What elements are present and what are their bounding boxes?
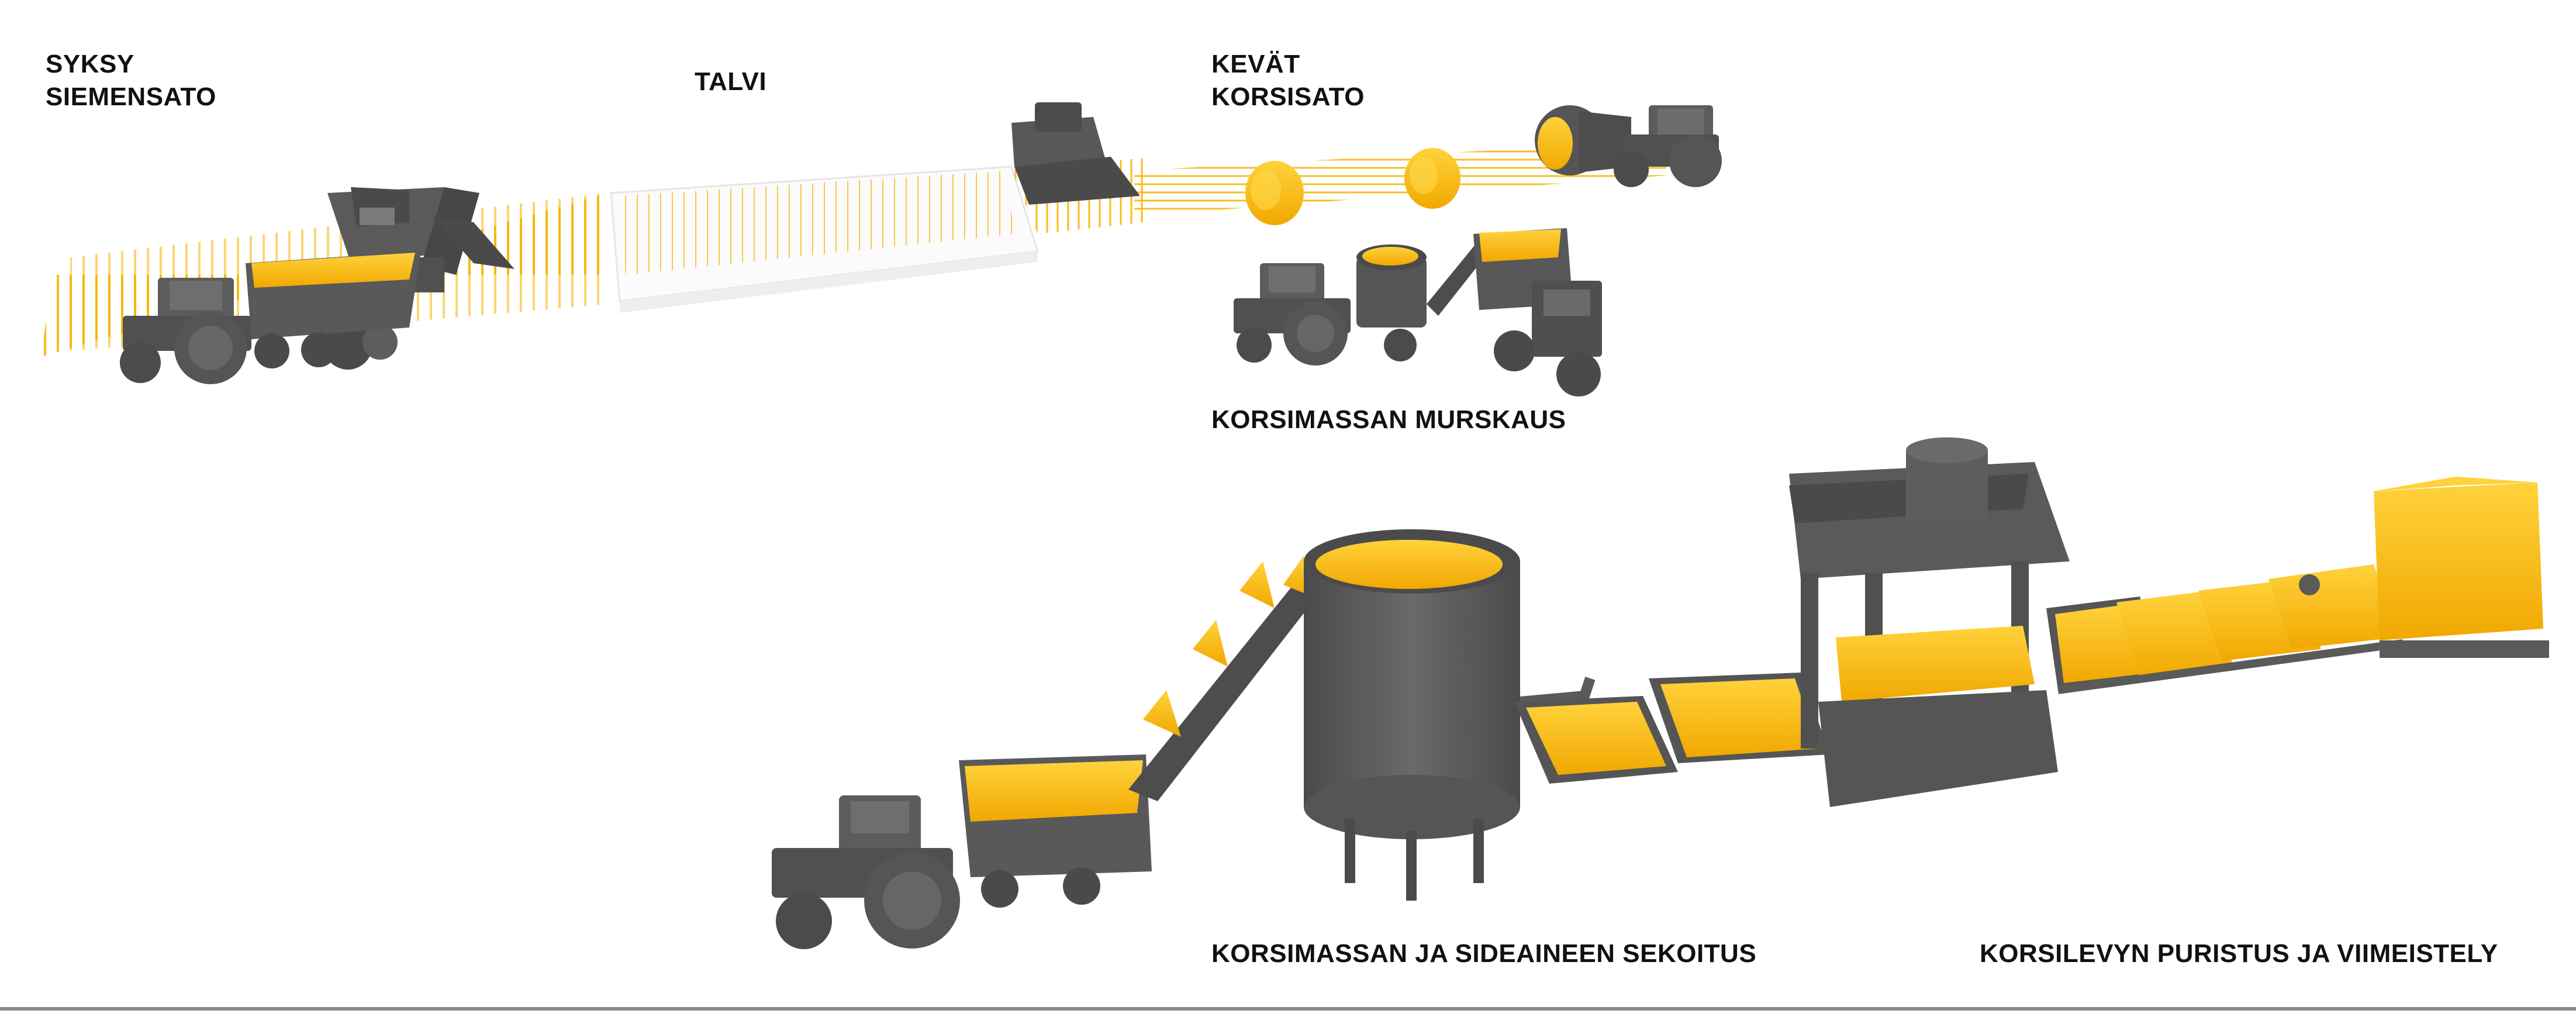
mower-icon: [1011, 102, 1140, 205]
round-baler-icon: [1535, 105, 1631, 175]
label-mixing: KORSIMASSAN JA SIDEAINEEN SEKOITUS: [1211, 937, 1756, 970]
label-crushing: KORSIMASSAN MURSKAUS: [1211, 404, 1566, 436]
feed-hopper-icon: [959, 754, 1152, 908]
label-crushing-line1: KORSIMASSAN MURSKAUS: [1211, 405, 1566, 434]
tractor-icon: [1614, 105, 1722, 187]
label-autumn-line2: SIEMENSATO: [46, 82, 216, 111]
crusher-icon: [1234, 228, 1602, 397]
hydraulic-press-icon: [1789, 437, 2070, 807]
label-spring-line1: KEVÄT: [1211, 50, 1300, 78]
label-pressing: KORSILEVYN PURISTUS JA VIIMEISTELY: [1980, 937, 2498, 970]
mixing-tank-icon: [1304, 529, 1596, 901]
tractor-icon: [772, 795, 960, 949]
screw-conveyor-icon: [1128, 556, 1321, 801]
finishing-line: [2046, 564, 2404, 694]
hay-bale-icon: [1404, 148, 1460, 209]
board-stack-icon: [2374, 477, 2549, 658]
forming-trays: [1514, 673, 1830, 784]
bottom-divider: [0, 1007, 2576, 1011]
tractor-icon: [120, 278, 251, 384]
label-autumn: SYKSY SIEMENSATO: [46, 48, 216, 113]
label-mixing-line1: KORSIMASSAN JA SIDEAINEEN SEKOITUS: [1211, 939, 1757, 968]
label-winter-line1: TALVI: [695, 67, 767, 96]
label-winter: TALVI: [695, 65, 766, 98]
label-autumn-line1: SYKSY: [46, 50, 134, 78]
grain-trailer-icon: [246, 251, 421, 368]
label-spring: KEVÄT KORSISATO: [1211, 48, 1365, 113]
label-spring-line2: KORSISATO: [1211, 82, 1365, 111]
hay-bale-icon: [1245, 161, 1304, 225]
label-pressing-line1: KORSILEVYN PURISTUS JA VIIMEISTELY: [1980, 939, 2498, 968]
